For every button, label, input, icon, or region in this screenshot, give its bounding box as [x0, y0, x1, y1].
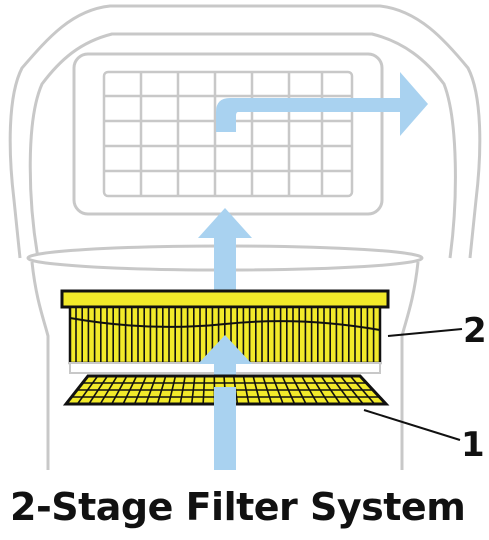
cartridge-filter-retaining-cord — [69, 317, 381, 331]
motor-head-inner-outline — [28, 32, 457, 259]
exhaust-grille — [102, 70, 354, 198]
diagram-title: 2-Stage Filter System — [10, 485, 466, 529]
motor-head-housing — [8, 4, 482, 259]
callout-number-2: 2 — [463, 311, 487, 351]
callout-line-2 — [387, 328, 463, 337]
airflow-up-arrow-below-filter — [214, 387, 236, 470]
callout-line-1 — [363, 409, 461, 441]
container-wall — [30, 261, 420, 470]
exhaust-grille-frame — [72, 52, 384, 216]
callout-number-1: 1 — [461, 425, 485, 465]
exhaust-arrow — [216, 72, 428, 136]
cartridge-filter-top-plate — [60, 289, 390, 309]
